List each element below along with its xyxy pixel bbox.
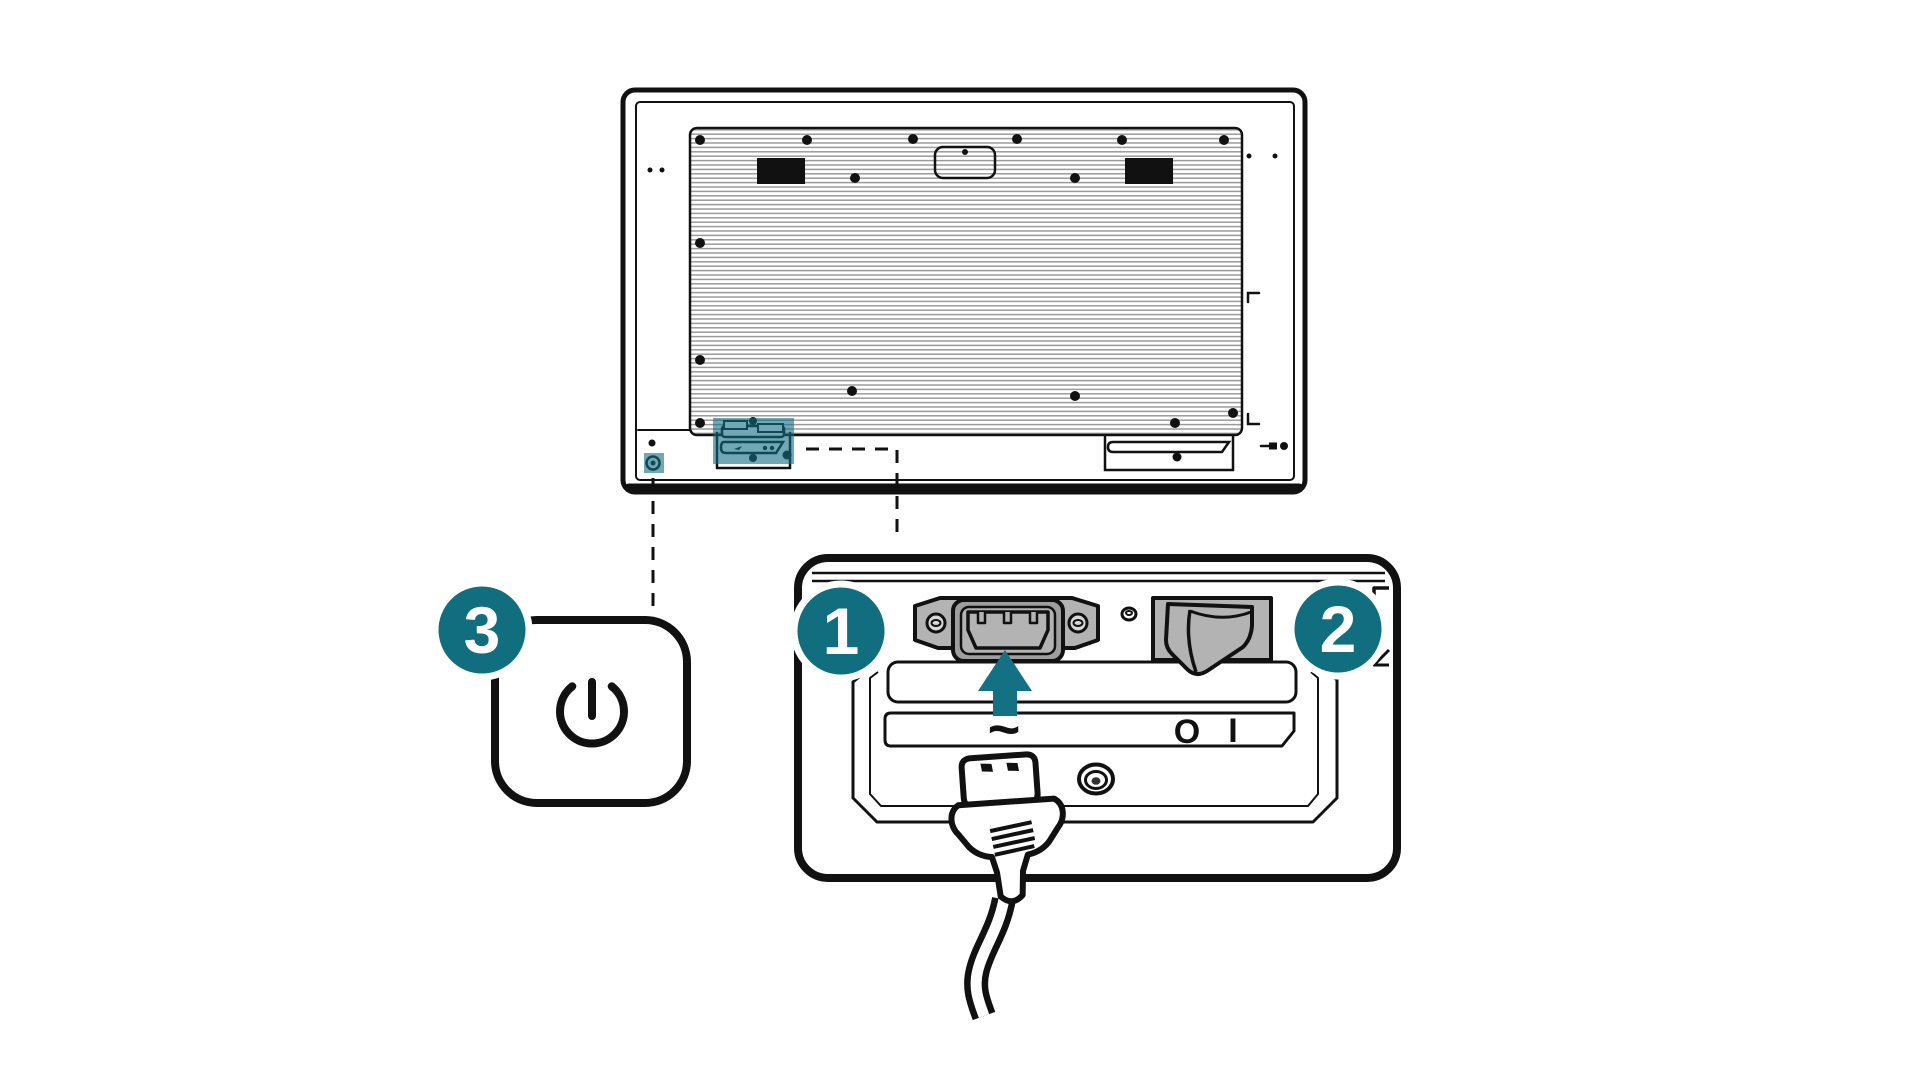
bezel-dots: [647, 153, 1278, 173]
power-inlet-detail-inset: ~ O I: [794, 554, 1401, 882]
inset-corner-mark-bottom: [1372, 648, 1391, 667]
vent-grille-panel: [688, 126, 1244, 437]
callout-leader-lines: [651, 447, 899, 612]
power-inlet-area: [713, 417, 794, 470]
inner-panel-outline: [851, 664, 1339, 824]
vent-slot-right: [1125, 158, 1173, 184]
chassis-screw: [1120, 606, 1138, 622]
plug-grip-ridges: [989, 820, 1036, 857]
speaker-tray: [1103, 435, 1235, 472]
ac-cord-marking: [1259, 442, 1288, 450]
power-cord-plug: [948, 751, 1066, 1021]
callout-2-badge: 2: [1287, 578, 1389, 680]
off-symbol: O: [1174, 713, 1200, 751]
power-button-highlight: [644, 453, 664, 473]
inlet-recess-slot: [886, 660, 1298, 704]
power-standby-icon: [556, 678, 628, 748]
monitor-rear-view: [620, 87, 1308, 495]
handle-screw: [962, 149, 968, 155]
callout-1-badge: 1: [790, 580, 892, 682]
screw-hole: [1077, 762, 1115, 796]
carry-handle: [933, 145, 997, 180]
monitor-inner-line: [635, 101, 1295, 481]
corner-mark-top: [1246, 291, 1261, 304]
plug-body: [948, 795, 1066, 905]
power-button-detail-inset: 3: [431, 579, 691, 807]
corner-mark-bottom: [1246, 412, 1261, 426]
ac-power-inlet: [913, 596, 1100, 663]
callout-3-number: 3: [464, 593, 501, 667]
leader-line-power-inlet: [806, 447, 899, 542]
vent-slot-left: [757, 158, 805, 184]
power-inlet-highlight: [713, 418, 794, 464]
power-switch: [1151, 596, 1273, 676]
label-strip: [883, 711, 1296, 748]
insert-arrow-icon: [978, 650, 1032, 716]
speaker-grille: [1106, 440, 1232, 454]
on-symbol: I: [1228, 712, 1237, 750]
callout-2-number: 2: [1320, 592, 1357, 666]
callout-3-badge: 3: [431, 579, 533, 681]
power-button: [644, 439, 664, 473]
callout-1-number: 1: [823, 594, 860, 668]
inlet-pins: [976, 612, 1039, 625]
panel-screws: [695, 134, 1238, 428]
